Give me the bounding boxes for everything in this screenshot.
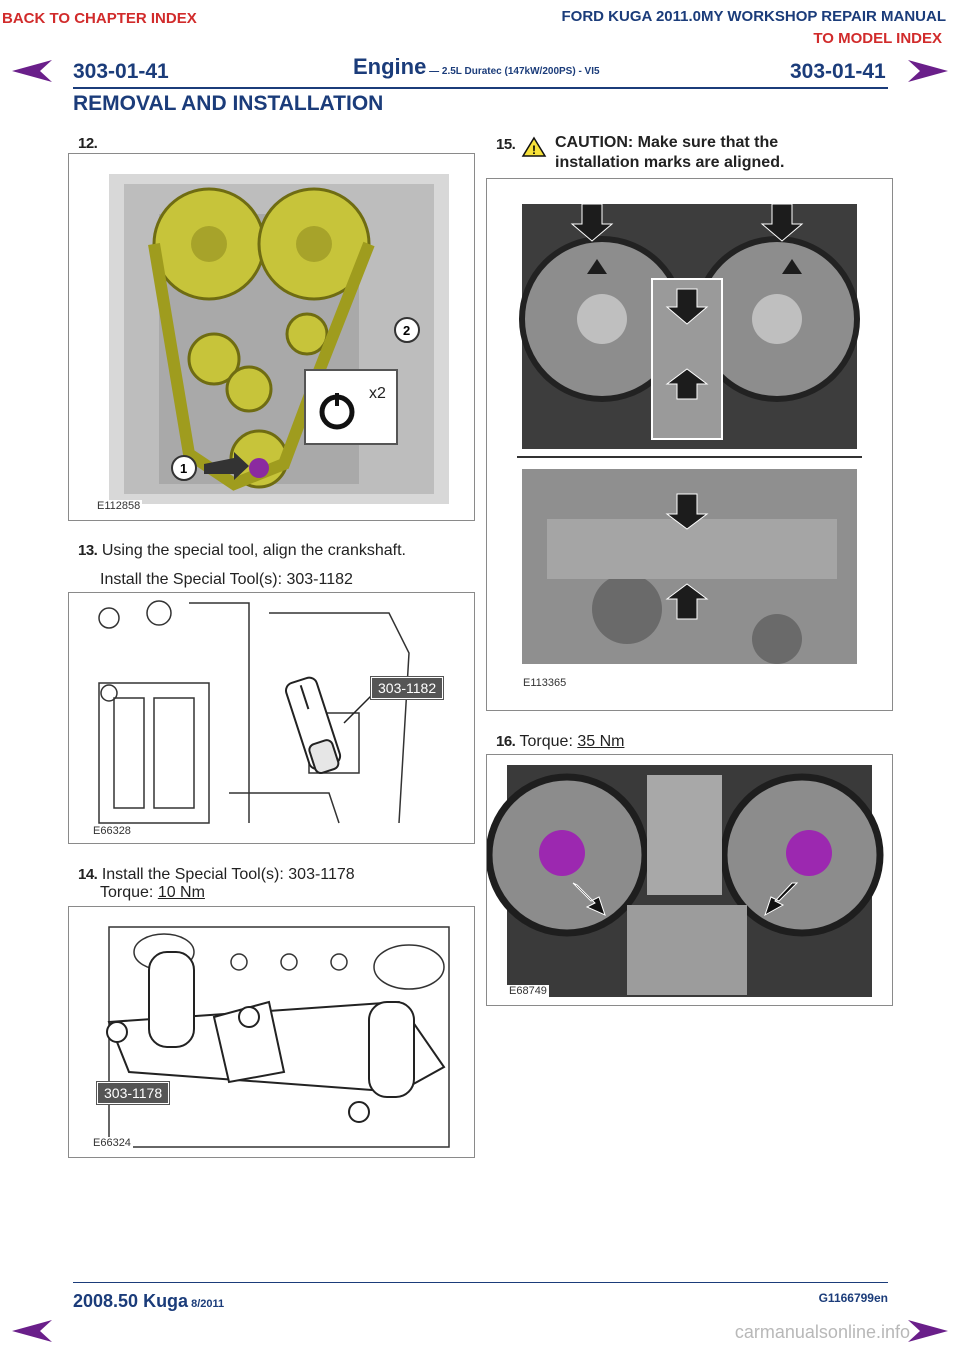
svg-text:!: ! <box>532 143 536 157</box>
figure-code-e66328: E66328 <box>91 825 133 837</box>
figure-e113365: E113365 <box>486 178 893 711</box>
figure-code-e113365: E113365 <box>521 677 569 689</box>
next-page-arrow-icon[interactable] <box>906 58 950 84</box>
figure-code-e66324: E66324 <box>91 1137 133 1149</box>
step-13-subtext: Install the Special Tool(s): 303-1182 <box>100 571 353 588</box>
next-page-arrow-bottom-icon[interactable] <box>906 1318 950 1344</box>
step-15-caution: CAUTION: Make sure that the installation… <box>555 134 785 171</box>
step-14-torque-value[interactable]: 10 Nm <box>157 884 205 901</box>
section-title: Engine — 2.5L Duratec (147kW/200PS) - VI… <box>353 54 600 80</box>
step-16-torque-value[interactable]: 35 Nm <box>577 733 625 750</box>
caution-icon: ! <box>521 136 547 157</box>
camshaft-bolts-photo <box>487 765 884 997</box>
footer-model: 2008.50 Kuga 8/2011 <box>73 1291 224 1312</box>
figure-code-e112858: E112858 <box>95 500 143 512</box>
callout-1: 1 <box>180 461 187 476</box>
step-14-text: Install the Special Tool(s): 303-1178 <box>101 866 355 883</box>
step-16-torque-label: Torque: <box>519 733 578 750</box>
prev-page-arrow-icon[interactable] <box>10 58 54 84</box>
footer-date: 8/2011 <box>188 1298 225 1310</box>
page-code-left: 303-01-41 <box>73 60 169 83</box>
step-14-line: 14. Install the Special Tool(s): 303-117… <box>78 866 355 884</box>
page-code-right: 303-01-41 <box>790 60 886 83</box>
tool-label-303-1178: 303-1178 <box>97 1082 170 1104</box>
timing-belt-illustration: x2 1 2 <box>109 174 449 504</box>
step-16-line: 16. Torque: 35 Nm <box>496 733 624 751</box>
watermark: carmanualsonline.info <box>734 1322 910 1342</box>
figure-e68749: E68749 <box>486 754 893 1006</box>
camshaft-tool-illustration <box>106 926 450 1148</box>
step-13-line: 13. Using the special tool, align the cr… <box>78 542 406 560</box>
prev-page-arrow-bottom-icon[interactable] <box>10 1318 54 1344</box>
section-name: Engine <box>353 54 427 79</box>
alignment-marks-photo <box>517 203 862 664</box>
back-to-chapter-index-link[interactable]: BACK TO CHAPTER INDEX <box>2 10 197 27</box>
step-14-torque-label: Torque: <box>100 884 158 901</box>
step-12-number: 12. <box>78 135 98 152</box>
step-13-number: 13. <box>78 542 98 559</box>
manual-title: FORD KUGA 2011.0MY WORKSHOP REPAIR MANUA… <box>561 8 947 25</box>
step-16-number: 16. <box>496 733 516 750</box>
step-14-torque: Torque: 10 Nm <box>100 884 205 902</box>
header-rule <box>73 87 888 89</box>
step-14-number: 14. <box>78 866 98 883</box>
inset-x2-label: x2 <box>369 385 386 402</box>
callout-2: 2 <box>403 323 410 338</box>
footer-doc-id: G1166799en <box>818 1291 888 1305</box>
crankshaft-tool-illustration <box>98 600 410 824</box>
step-13-text: Using the special tool, align the cranks… <box>101 542 406 559</box>
tool-label-303-1182: 303-1182 <box>371 677 444 699</box>
section-subtitle: — 2.5L Duratec (147kW/200PS) - VI5 <box>426 66 600 77</box>
footer-model-name: 2008.50 Kuga <box>73 1291 189 1311</box>
footer-rule <box>73 1282 888 1283</box>
figure-e66328: 303-1182 E66328 <box>68 592 475 844</box>
to-model-index-link[interactable]: TO MODEL INDEX <box>813 30 942 47</box>
figure-code-e68749: E68749 <box>507 985 549 997</box>
page-heading: REMOVAL AND INSTALLATION <box>73 92 384 115</box>
step-15-number: 15. <box>496 136 516 153</box>
figure-e66324: 303-1178 E66324 <box>68 906 475 1158</box>
figure-e112858: x2 1 2 E112858 <box>68 153 475 521</box>
